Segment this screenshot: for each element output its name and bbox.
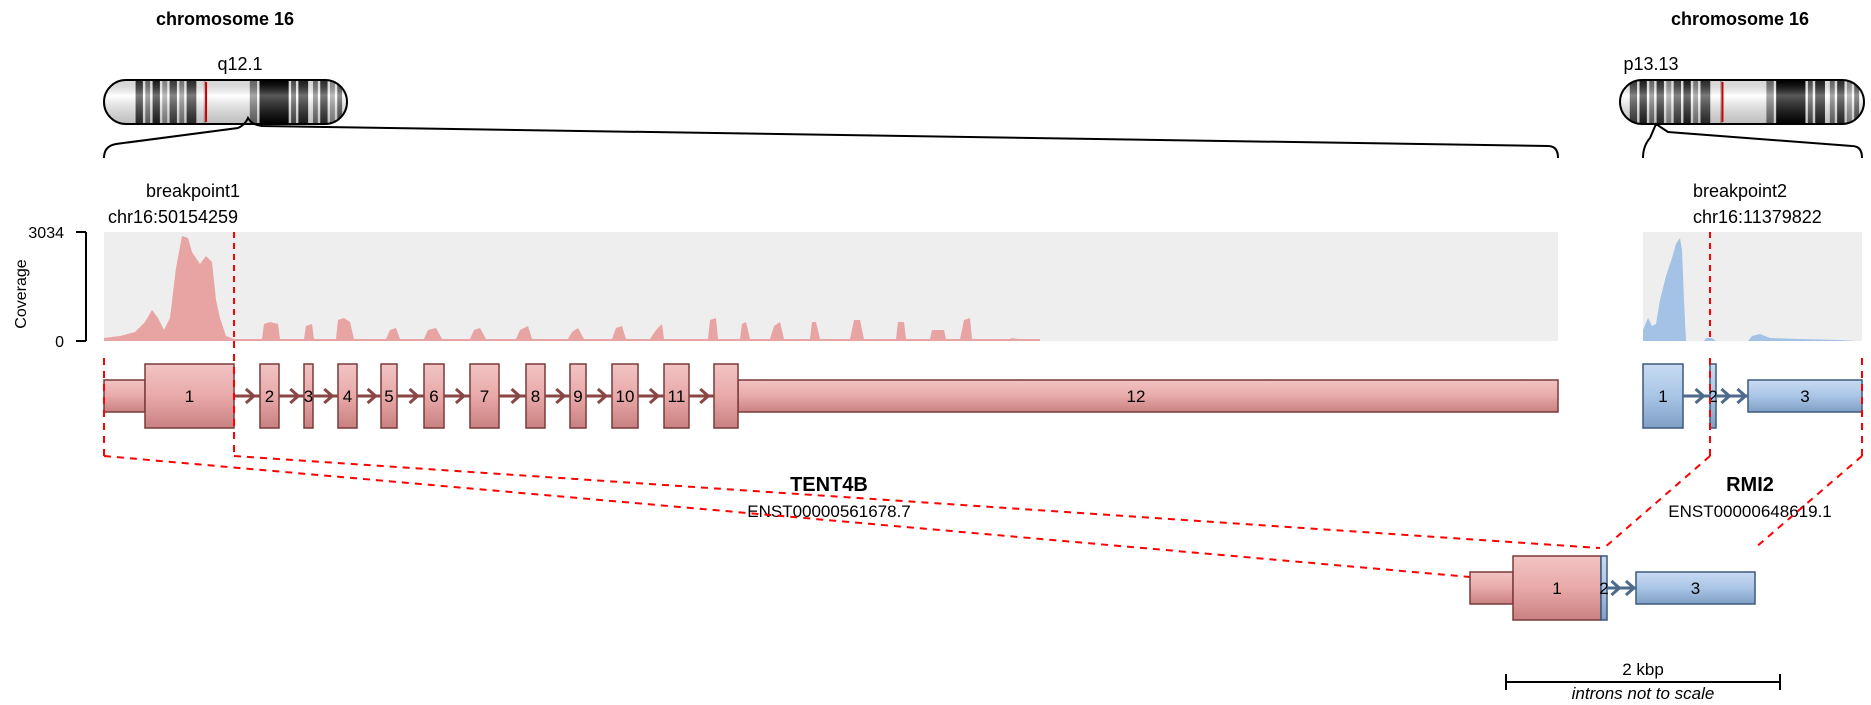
intron-arrow-icon xyxy=(1694,387,1706,405)
exon-11: 11 xyxy=(663,363,690,429)
exon-5: 5 xyxy=(380,363,398,429)
gene1-transcript: ENST00000561678.7 xyxy=(747,502,911,521)
left-chromosome-title: chromosome 16 xyxy=(156,9,294,29)
breakpoint-connector-lines xyxy=(103,341,1863,578)
gene2-name: RMI2 xyxy=(1726,474,1774,496)
exon-8: 8 xyxy=(525,363,546,429)
coverage-right-area xyxy=(1643,238,1858,341)
gene1-name: TENT4B xyxy=(790,474,868,496)
exon-12-utr xyxy=(737,379,1559,413)
exon-number: 1 xyxy=(185,387,194,406)
intron-arrow-icon xyxy=(648,387,661,405)
left-chromosome-ideogram xyxy=(103,79,348,125)
breakpoint1-label: breakpoint1 xyxy=(146,181,240,201)
breakpoint2-position: chr16:11379822 xyxy=(1693,207,1822,227)
exon-1: 1 xyxy=(1512,555,1602,621)
rmi2-gene-track: 1 2 3 xyxy=(1642,363,1863,429)
intron-arrow-icon xyxy=(1720,387,1732,405)
coverage-axis xyxy=(76,231,87,342)
breakpoint1-position: chr16:50154259 xyxy=(108,207,238,227)
scale-bar-note: introns not to scale xyxy=(1572,684,1715,703)
exon-3: 3 xyxy=(303,363,314,429)
fusion-transcript-track: 1 2 3 xyxy=(1469,555,1756,621)
right-band-label: p13.13 xyxy=(1623,54,1678,74)
exon-number: 1 xyxy=(1658,387,1667,406)
intron-arrow-icon xyxy=(699,387,711,405)
exon-number: 2 xyxy=(1599,579,1608,598)
intron-arrow-icon xyxy=(289,387,301,405)
exon-6: 6 xyxy=(423,363,445,429)
intron-arrow-icon xyxy=(323,387,335,405)
scale-bar xyxy=(1505,674,1781,690)
intron-arrow-icon xyxy=(408,387,420,405)
right-zoom-bracket xyxy=(1642,122,1863,159)
exon-number: 2 xyxy=(1708,387,1717,406)
exon-1: 1 xyxy=(1642,363,1684,429)
exon-1: 1 xyxy=(144,363,235,429)
exon-7: 7 xyxy=(469,363,500,429)
intron-arrow-icon xyxy=(244,387,257,405)
exon-number: 7 xyxy=(480,387,489,406)
fusion-exon-1-utr xyxy=(1469,571,1514,605)
exon-number: 4 xyxy=(343,387,352,406)
intron-arrow-icon xyxy=(510,387,522,405)
exon- xyxy=(713,363,739,429)
exon-number: 11 xyxy=(668,387,686,406)
intron-arrow-icon xyxy=(454,387,467,405)
exon-number: 3 xyxy=(1691,579,1700,598)
intron-arrow-icon xyxy=(555,387,567,405)
exon-number: 5 xyxy=(384,387,393,406)
coverage-axis-label: Coverage xyxy=(13,259,30,328)
exon-number: 2 xyxy=(265,387,274,406)
exon-number: 3 xyxy=(304,387,313,406)
intron-arrow-icon xyxy=(1736,387,1748,405)
exon-number: 10 xyxy=(616,387,635,406)
right-chromosome-ideogram xyxy=(1619,79,1865,125)
exon-3: 3 xyxy=(1747,379,1863,413)
exon-number: 12 xyxy=(1127,387,1146,406)
exon-number: 3 xyxy=(1800,387,1809,406)
intron-arrow-icon xyxy=(1624,579,1637,597)
exon-1-utr xyxy=(103,379,146,413)
exon-3: 3 xyxy=(1635,571,1756,605)
intron-arrow-icon xyxy=(1610,579,1622,597)
intron-arrow-icon xyxy=(366,387,378,405)
coverage-min-tick: 0 xyxy=(55,334,64,351)
exon-number: 9 xyxy=(573,387,582,406)
scale-bar-label: 2 kbp xyxy=(1622,660,1664,679)
coverage-max-tick: 3034 xyxy=(28,225,64,242)
left-band-label: q12.1 xyxy=(217,54,262,74)
coverage-left-background xyxy=(104,232,1558,341)
right-chromosome-title: chromosome 16 xyxy=(1671,9,1809,29)
exon-number: 8 xyxy=(531,387,540,406)
exon-9: 9 xyxy=(569,363,587,429)
exon-4: 4 xyxy=(337,363,358,429)
exon-10: 10 xyxy=(611,363,639,429)
exon-number: 1 xyxy=(1552,579,1561,598)
exon-number: 6 xyxy=(429,387,438,406)
left-zoom-bracket xyxy=(103,115,1559,159)
exon-2: 2 xyxy=(259,363,280,429)
gene2-transcript: ENST00000648619.1 xyxy=(1668,502,1832,521)
intron-arrow-icon xyxy=(596,387,609,405)
breakpoint2-label: breakpoint2 xyxy=(1693,181,1787,201)
coverage-left-area xyxy=(104,236,1040,341)
